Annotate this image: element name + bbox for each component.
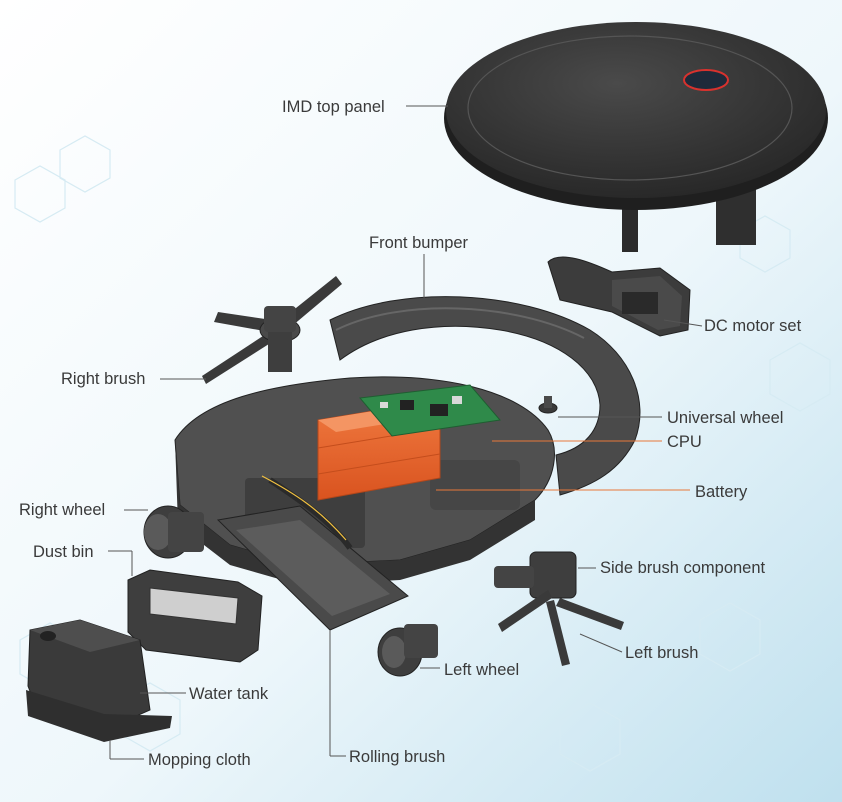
right-brush-part [202, 276, 342, 384]
label-dc-motor-set: DC motor set [704, 317, 802, 335]
right-wheel-part [143, 505, 204, 559]
label-water-tank: Water tank [189, 685, 269, 703]
label-rolling-brush: Rolling brush [349, 748, 446, 766]
label-left-brush: Left brush [625, 644, 699, 662]
label-right-wheel: Right wheel [19, 501, 106, 519]
left-wheel-part [377, 624, 438, 677]
dust-bin-part [127, 569, 263, 663]
label-battery: Battery [695, 483, 748, 501]
label-mopping-cloth: Mopping cloth [148, 751, 251, 769]
side-brush-part [494, 551, 624, 666]
front-bumper-part [329, 296, 641, 496]
label-cpu: CPU [667, 433, 702, 451]
cpu-board-part [359, 384, 501, 437]
imd-top-panel-part [444, 22, 828, 252]
label-left-wheel: Left wheel [444, 661, 520, 679]
label-dust-bin: Dust bin [33, 543, 94, 561]
universal-wheel-part [538, 396, 558, 414]
label-front-bumper: Front bumper [369, 234, 469, 252]
label-imd-top-panel: IMD top panel [282, 98, 385, 116]
rolling-brush-part [216, 475, 409, 631]
label-side-brush-component: Side brush component [600, 559, 766, 577]
label-right-brush: Right brush [61, 370, 146, 388]
label-universal-wheel: Universal wheel [667, 409, 784, 427]
mopping-cloth-part [26, 690, 172, 742]
dc-motor-set-part [547, 256, 691, 337]
leader-lines [108, 105, 703, 760]
